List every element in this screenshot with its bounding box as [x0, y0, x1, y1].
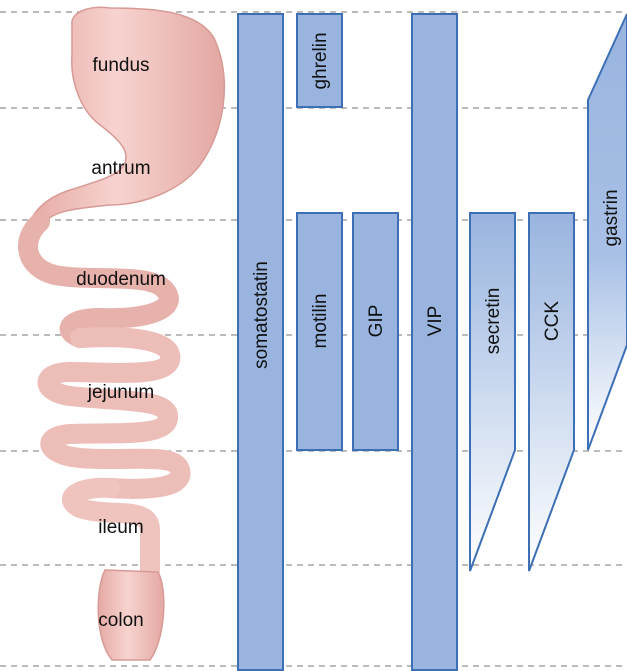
region-label-duodenum: duodenum: [76, 269, 166, 290]
bar-cck: [529, 213, 574, 571]
hormone-label-motilin: motilin: [310, 294, 331, 349]
region-label-fundus: fundus: [92, 55, 149, 76]
region-label-colon: colon: [98, 610, 143, 631]
gi-tract-illustration: [28, 7, 224, 660]
region-label-jejunum: jejunum: [87, 382, 155, 403]
bar-secretin: [470, 213, 515, 571]
hormone-label-secretin: secretin: [483, 288, 504, 355]
stomach-shape: [30, 7, 224, 230]
hormone-label-ghrelin: ghrelin: [310, 32, 331, 89]
region-label-ileum: ileum: [98, 517, 143, 538]
hormone-label-gip: GIP: [366, 305, 387, 338]
hormone-label-gastrin: gastrin: [601, 189, 622, 246]
hormone-label-somatostatin: somatostatin: [251, 261, 272, 369]
bar-vip: [412, 14, 457, 670]
jejunum-shape: [48, 337, 181, 489]
hormone-label-vip: VIP: [425, 306, 446, 337]
hormone-label-cck: CCK: [542, 301, 563, 341]
region-label-antrum: antrum: [91, 158, 150, 179]
hormone-bars: [238, 14, 627, 670]
